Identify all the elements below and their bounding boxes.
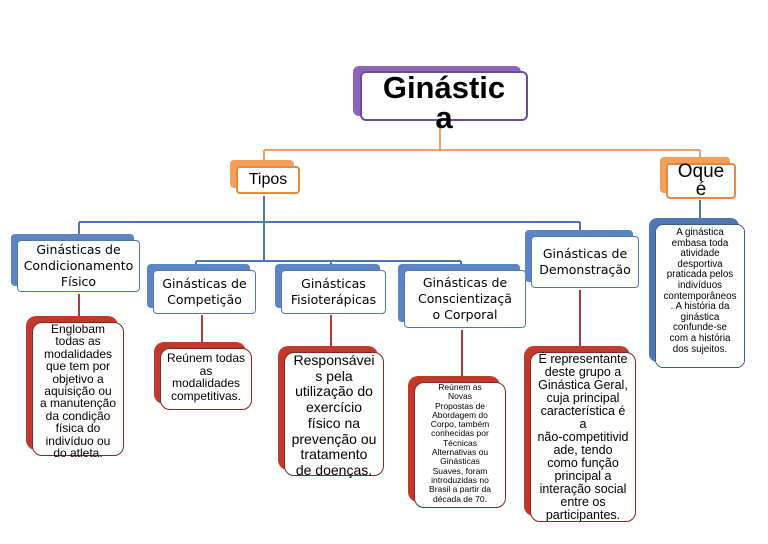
tipo-conscientizacao-corporal: Ginásticas de Conscientizaçã o Corporal (404, 270, 526, 328)
desc-line: principal a (554, 469, 612, 483)
desc-line: utilização do (295, 383, 373, 400)
tipo-line: Ginásticas de (36, 242, 121, 257)
branch-oque-line2: é (695, 179, 707, 200)
branch-tipos: Tipos (236, 166, 300, 194)
tipo-competicao: Ginásticas de Competição (153, 270, 256, 314)
branch-oque-line1: Oque (677, 161, 725, 182)
desc-line: física do (55, 421, 101, 436)
descricao-fisioterapicas: Responsávei s pela utilização do exercíc… (284, 352, 384, 478)
desc-line: participantes. (545, 508, 621, 522)
desc-line: competitivas. (170, 388, 241, 403)
desc-line: exercício (305, 399, 363, 416)
desc-line: tratamento (300, 446, 368, 463)
desc-line: década de 70. (433, 493, 487, 504)
tipo-line: Físico (60, 274, 97, 289)
descricao-competicao: Reúnem todas as modalidades competitivas… (160, 348, 252, 410)
desc-line: s pela (315, 367, 353, 384)
desc-line: Abordagem do (432, 409, 488, 420)
desc-line: Suaves, foram (432, 465, 488, 476)
def-line: atividade (680, 248, 720, 260)
tipo-fisioterapicas: Ginásticas Fisioterápicas (281, 270, 386, 314)
def-line: . A história da (670, 301, 730, 313)
desc-line: Corpo, também (430, 419, 490, 430)
tipo-line: Ginásticas (301, 276, 366, 291)
desc-line: interação social (539, 482, 627, 496)
tipo-line: Ginásticas de (542, 246, 628, 261)
desc-line: Alternativas ou (431, 447, 489, 458)
desc-line: da condição (45, 408, 111, 423)
desc-line: É representante (538, 352, 628, 366)
desc-line: todas as (55, 334, 101, 349)
desc-line: físico na (307, 414, 361, 431)
desc-line: como função (547, 456, 619, 470)
def-line: A ginástica (676, 227, 724, 238)
desc-line: prevenção ou (291, 430, 377, 447)
tipo-line: Condicionamento (23, 258, 134, 273)
tipo-line: Competição (167, 292, 242, 307)
desc-line: modalidades (43, 346, 113, 361)
tipo-line: Conscientizaçã (418, 291, 512, 306)
tipo-line: Ginásticas de (422, 275, 508, 290)
tipo-line: o Corporal (432, 307, 498, 322)
def-line: contemporâneos (663, 290, 737, 302)
desc-line: deste grupo a (544, 365, 622, 379)
desc-line: aquisição ou (44, 384, 112, 399)
root-title-line1: Ginástic (382, 70, 506, 105)
desc-line: a (579, 417, 587, 431)
desc-line: Responsávei (293, 352, 375, 368)
desc-line: de doenças. (295, 461, 373, 478)
desc-line: que tem por (45, 359, 111, 374)
def-line: dos sujeitos. (672, 343, 728, 355)
desc-line: introduzidas no (431, 474, 489, 485)
tipo-line: Fisioterápicas (290, 292, 377, 307)
def-line: praticada pelos (666, 269, 734, 281)
desc-line: Técnicas (442, 437, 477, 448)
descricao-conscientizacao: Reúnem as Novas Propostas de Abordagem d… (414, 382, 506, 508)
desc-line: entre os (560, 495, 606, 509)
descricao-demonstracao: É representante deste grupo a Ginástica … (530, 352, 636, 522)
branch-tipos-label: Tipos (248, 171, 288, 188)
desc-line: Ginásticas (440, 456, 480, 467)
root-node-ginastica: Ginástic a (360, 70, 528, 133)
descricao-condicionamento: Englobam todas as modalidades que tem po… (32, 322, 124, 461)
tipo-demonstracao: Ginásticas de Demonstração (531, 236, 639, 288)
desc-line: objetivo a (52, 371, 104, 386)
desc-line: Propostas de (434, 400, 486, 411)
desc-line: Novas (447, 391, 473, 402)
tipo-line: Ginásticas de (162, 276, 247, 291)
desc-line: não-competitivid (537, 430, 629, 444)
desc-line: cuja principal (546, 391, 620, 405)
desc-line: do atleta. (53, 446, 103, 461)
def-line: indivíduos (677, 279, 723, 291)
definicao-ginastica: A ginástica embasa toda atividade despor… (655, 224, 745, 368)
branch-oque: Oque é (666, 161, 736, 200)
desc-line: Reúnem as (438, 382, 482, 392)
desc-line: ade, tendo (553, 443, 613, 457)
tipo-line: Demonstração (539, 262, 631, 277)
desc-line: Brasil a partir da (429, 484, 491, 495)
tipo-condicionamento-fisico: Ginásticas de Condicionamento Físico (17, 240, 140, 292)
desc-line: Reúnem todas (166, 351, 246, 365)
def-line: confunde-se (673, 322, 727, 334)
desc-line: conhecidas por (431, 428, 489, 439)
desc-line: modalidades (171, 376, 241, 390)
desc-line: Englobam (50, 322, 106, 336)
def-line: desportiva (677, 258, 723, 270)
root-title-line2: a (435, 100, 453, 135)
desc-line: a manutenção (39, 396, 117, 411)
desc-line: característica é (540, 404, 626, 418)
desc-line: as (199, 363, 213, 378)
desc-line: Ginástica Geral, (538, 378, 628, 392)
desc-line: indivíduo ou (45, 433, 111, 448)
def-line: embasa toda (671, 237, 729, 249)
def-line: ginástica (680, 311, 720, 323)
def-line: com a história (669, 332, 731, 344)
